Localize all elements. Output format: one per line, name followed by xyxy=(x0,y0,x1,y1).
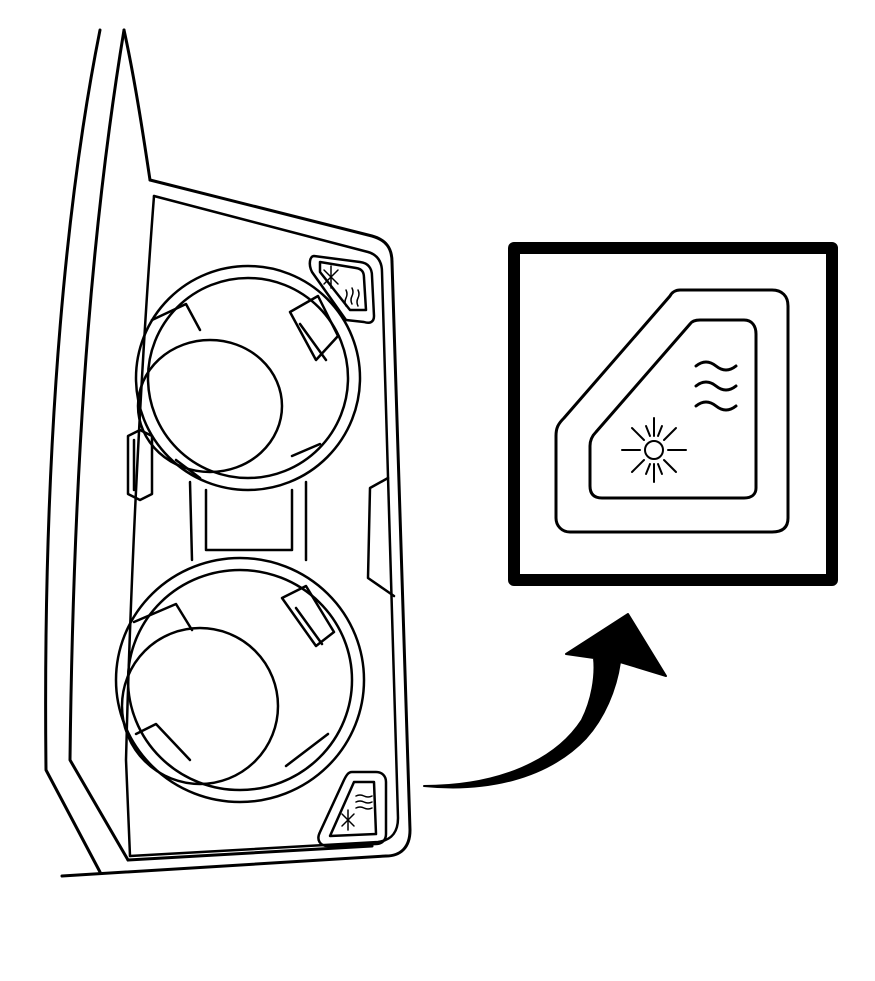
heat-wave-icon xyxy=(696,362,736,410)
cupholder-bridge xyxy=(190,482,306,560)
panel-outline xyxy=(46,30,410,876)
inset-box xyxy=(514,248,832,580)
snowflake-icon xyxy=(622,418,686,482)
callout-arrow-icon xyxy=(424,614,666,787)
snowflake-icon xyxy=(342,810,354,830)
upper-cupholder xyxy=(136,266,360,490)
heat-wave-icon xyxy=(356,795,372,809)
bezel-inner-border xyxy=(126,196,398,856)
lower-heat-button xyxy=(318,772,386,846)
snowflake-icon xyxy=(324,266,338,288)
heat-wave-icon xyxy=(345,288,359,306)
inset-climate-button xyxy=(556,290,788,532)
lower-cupholder xyxy=(116,558,364,802)
upper-heat-button xyxy=(310,256,374,323)
side-latch xyxy=(368,478,394,596)
